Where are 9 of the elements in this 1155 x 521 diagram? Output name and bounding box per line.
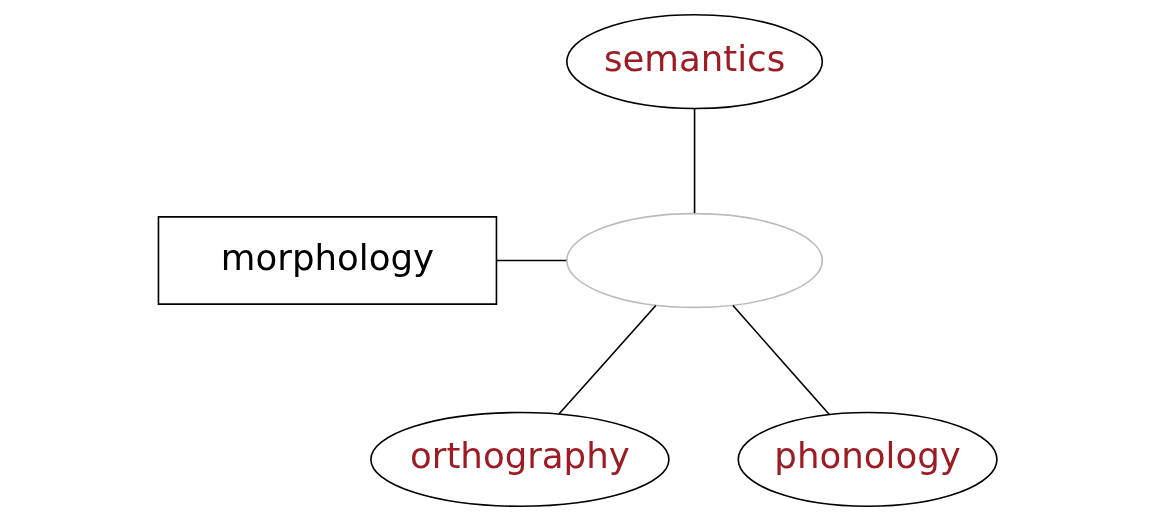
connector — [558, 304, 657, 415]
node-ellipse — [566, 212, 824, 309]
node-ellipse: orthography — [370, 411, 670, 508]
connector — [693, 107, 696, 214]
node-ellipse: semantics — [566, 13, 824, 110]
connector — [732, 304, 831, 416]
connector — [495, 259, 568, 262]
node-box: morphology — [157, 216, 498, 305]
node-ellipse: phonology — [737, 411, 998, 508]
